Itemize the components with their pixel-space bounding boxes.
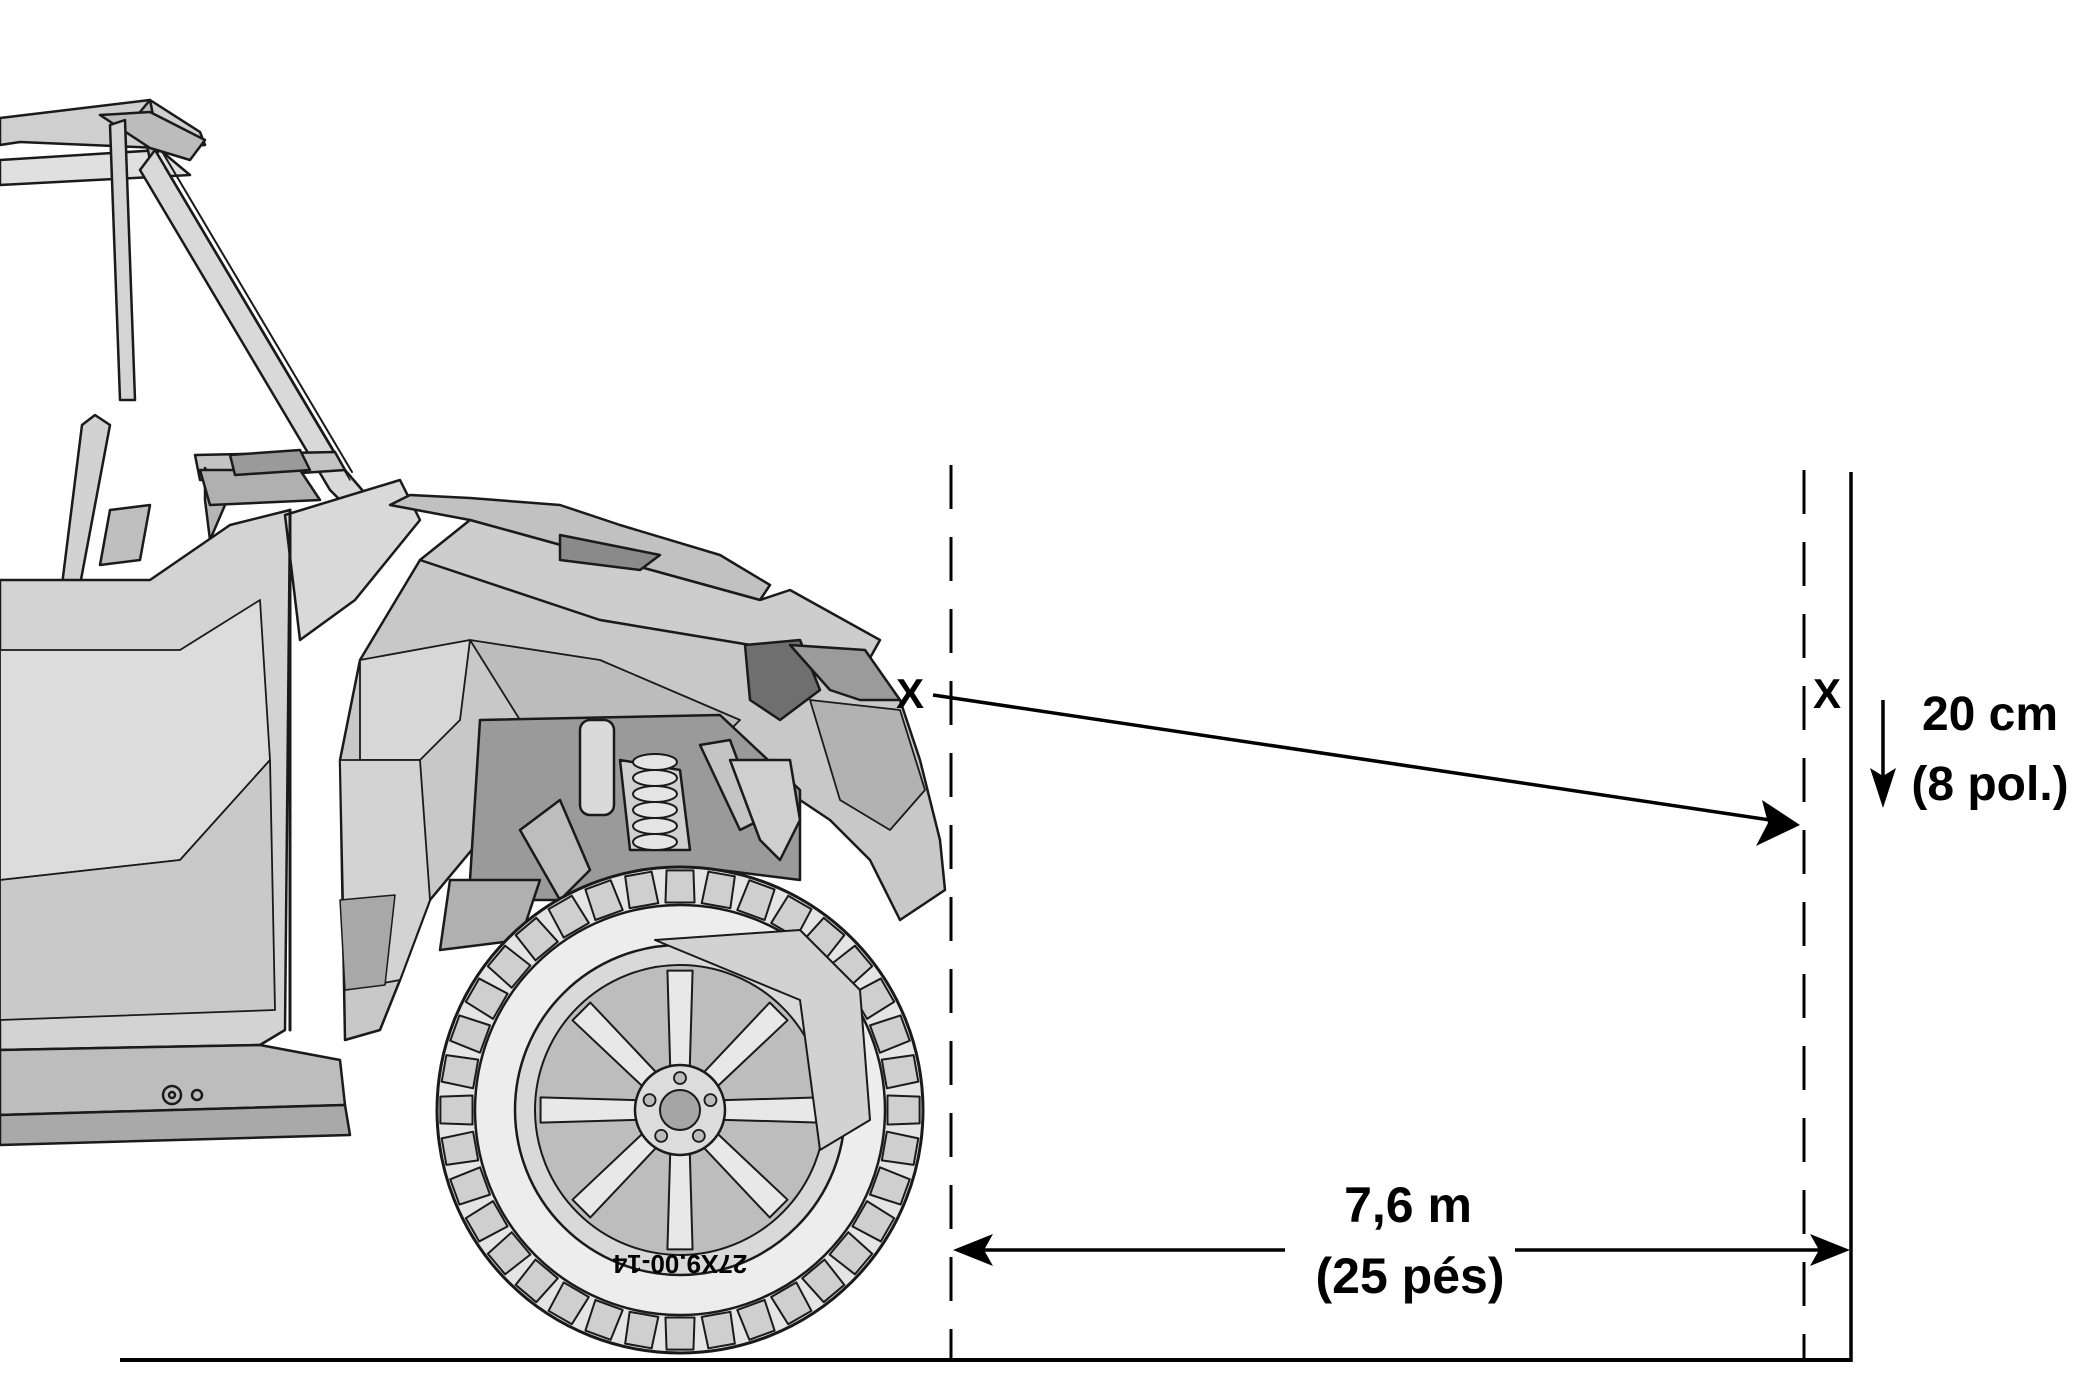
tread-block bbox=[851, 1200, 896, 1243]
tread-block bbox=[700, 870, 736, 910]
tread-block bbox=[736, 1299, 776, 1341]
tire-size-label: 27X9.00-14 bbox=[612, 1249, 747, 1279]
front-tire: 27X9.00-14 bbox=[435, 865, 925, 1355]
tread-block bbox=[440, 1130, 480, 1166]
tread-block bbox=[547, 894, 590, 939]
lug-nut bbox=[654, 1128, 669, 1143]
distance-imperial-label: (25 pés) bbox=[1316, 1248, 1505, 1304]
tread-block bbox=[449, 1014, 491, 1054]
wheel-spoke bbox=[722, 1096, 821, 1124]
lug-nut bbox=[691, 1128, 706, 1143]
tread-block bbox=[624, 870, 660, 910]
tread-block bbox=[547, 1281, 590, 1326]
tire-tread bbox=[439, 869, 921, 1351]
tread-block bbox=[664, 869, 696, 904]
tread-block bbox=[624, 1310, 660, 1350]
tread-block bbox=[828, 1231, 874, 1276]
labels: X X 20 cm (8 pol.) 7,6 m (25 pés) bbox=[896, 670, 2069, 1304]
tread-block bbox=[801, 1258, 846, 1304]
wheel-spokes bbox=[539, 969, 821, 1251]
headlight-housing bbox=[743, 638, 822, 722]
wall-x-marker: X bbox=[1813, 670, 1841, 717]
tread-block bbox=[770, 1281, 813, 1326]
tread-block bbox=[584, 1299, 624, 1341]
distance-metric-label: 7,6 m bbox=[1344, 1177, 1472, 1233]
tread-block bbox=[514, 1258, 559, 1304]
tread-block bbox=[869, 1166, 911, 1206]
tread-block bbox=[440, 1054, 480, 1090]
wheel-spoke bbox=[666, 1152, 694, 1251]
tread-block bbox=[486, 944, 532, 989]
tread-block bbox=[736, 879, 776, 921]
tread-block bbox=[486, 1231, 532, 1276]
double-headed-arrow-icon bbox=[953, 1234, 1850, 1266]
wheel-spoke bbox=[666, 969, 694, 1068]
hood bbox=[198, 448, 882, 660]
vehicle-illustration: 27X9.00-14 bbox=[0, 98, 947, 1355]
tread-block bbox=[880, 1130, 920, 1166]
wheel-spoke bbox=[539, 1096, 638, 1124]
arrow-right-icon bbox=[932, 693, 1800, 846]
lug-nut bbox=[642, 1093, 657, 1108]
tread-block bbox=[869, 1014, 911, 1054]
tread-block bbox=[439, 1094, 474, 1126]
roll-cage bbox=[0, 98, 377, 522]
arrow-down-icon bbox=[1870, 700, 1896, 808]
tread-block bbox=[880, 1054, 920, 1090]
tread-block bbox=[464, 977, 509, 1020]
headlight-x-marker: X bbox=[896, 670, 924, 717]
tread-block bbox=[700, 1310, 736, 1350]
rocker-badge bbox=[161, 1084, 204, 1106]
drop-metric-label: 20 cm bbox=[1922, 688, 2058, 741]
tread-block bbox=[886, 1094, 921, 1126]
drop-imperial-label: (8 pol.) bbox=[1911, 758, 2068, 811]
tread-block bbox=[514, 916, 559, 962]
tread-block bbox=[584, 879, 624, 921]
tread-block bbox=[449, 1166, 491, 1206]
measurement-graphics bbox=[120, 465, 1896, 1362]
lug-nut bbox=[673, 1071, 687, 1085]
tread-block bbox=[464, 1200, 509, 1243]
tread-block bbox=[664, 1316, 696, 1351]
lug-nut bbox=[703, 1093, 718, 1108]
